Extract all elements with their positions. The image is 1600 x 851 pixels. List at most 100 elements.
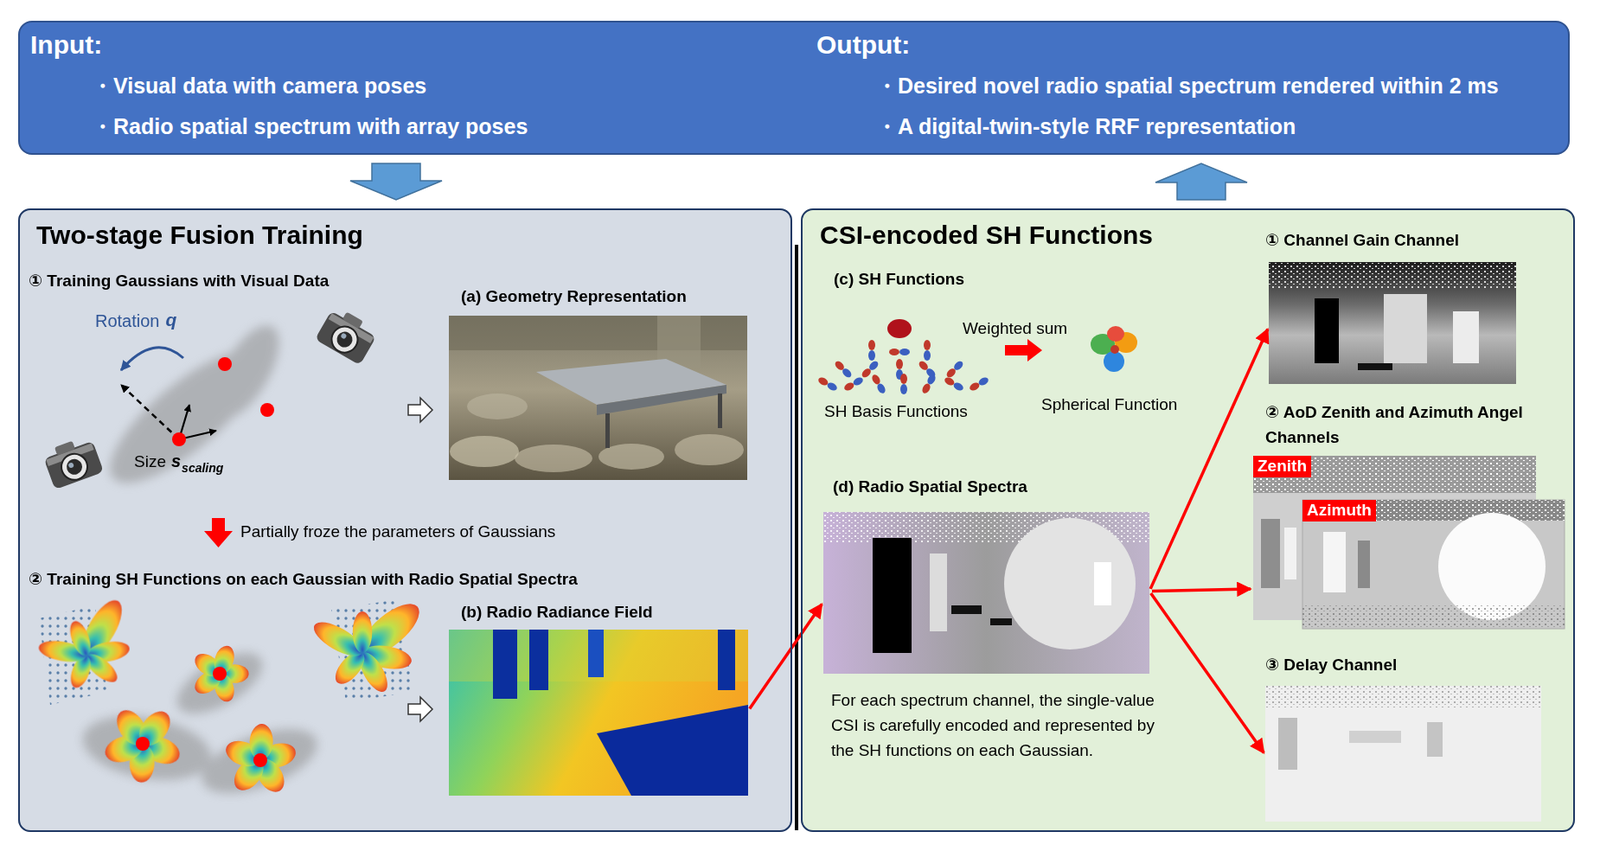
radiance-picture [529,629,549,691]
panel-fill [800,208,1575,832]
sh-basis-picture [889,348,910,356]
spectrum-picture [929,553,948,632]
geometry-picture [448,315,748,480]
panel-title: Two-stage Fusion Training [36,219,364,251]
geometry-picture [467,393,528,420]
image-heading: (a) Geometry Representation [460,287,687,308]
azimuth-picture [1302,499,1565,629]
banner-text: ・Radio spatial spectrum with array poses [91,113,528,140]
zenith-image: Zenith [1253,455,1536,621]
sh-gaussian-illustration [37,568,435,807]
spectrum-picture [872,537,912,653]
geometry-picture [448,315,748,480]
radiance-picture [492,629,518,699]
sh-gaussian-illustration [190,643,249,705]
gain-picture [1383,294,1428,364]
zenith-picture [1284,527,1297,580]
azimuth-picture [1302,605,1565,629]
sh-basis-picture [900,373,908,395]
gain-image: ① Channel Gain Channel [1268,262,1517,384]
banner-text: ・A digital-twin-style RRF representation [876,113,1296,140]
spectrum-picture [1094,562,1112,606]
image-heading: Zenith [1253,455,1312,478]
rotation-label: Rotation [95,310,160,332]
geometry-picture [448,315,748,351]
gaussian-illustration [408,397,433,423]
gaussian-illustration [121,347,184,371]
red-arrow [1151,593,1265,754]
training-panel: Two-stage Fusion Training (a) Geometry Re… [18,208,793,832]
symbol-label: s [171,450,181,472]
image-heading: (b) Radio Radiance Field [460,602,653,623]
radiance-picture [448,629,749,796]
zenith-picture [1253,455,1536,493]
image-heading: Azimuth [1302,499,1376,522]
radiance-picture [448,629,749,796]
panel-title: CSI-encoded SH Functions [819,219,1153,251]
spectrum-picture [1004,518,1136,650]
sh-basis-picture [968,376,991,393]
geometry-picture [717,393,723,429]
azimuth-picture [1302,499,1565,629]
banner-text: Input: [30,29,103,61]
gaussian-illustration [217,357,232,372]
gain-picture [1268,262,1517,384]
sh-basis-picture [1004,339,1043,362]
sh-panel: CSI-encoded SH Functions (d) Radio Spatia… [800,208,1575,832]
sh-gaussian-illustration [215,714,306,807]
azimuth-picture [1357,540,1370,589]
spectrum-image: (d) Radio Spatial Spectra [823,512,1150,674]
gaussian-illustration [314,304,380,365]
block-arrow [350,163,442,200]
sh-gaussian-illustration [167,640,272,726]
sh-basis-picture [868,339,876,361]
sh-basis-picture [870,373,888,396]
azimuth-picture [1438,512,1546,621]
symbol-label: q [166,308,178,331]
sh-basis-picture [843,376,865,393]
sh-basis-picture [923,339,931,361]
sh-basis-picture [943,376,966,393]
separator-line [796,244,798,831]
image-heading: ① Channel Gain Channel [1265,230,1460,251]
gaussian-illustration [91,315,292,504]
banner-text: ・Desired novel radio spatial spectrum re… [876,72,1499,99]
geometry-picture [449,435,519,468]
delay-picture [1265,685,1542,822]
sh-gaussian-illustration [135,736,150,751]
spectrum-picture [823,512,1150,674]
spectrum-picture [951,605,982,615]
sh-basis-picture [817,376,839,393]
section-title: (c) SH Functions [833,269,965,290]
gaussian-illustration [260,403,275,417]
delay-picture [1349,730,1402,743]
banner-text: Output: [816,29,910,61]
gaussian-illustration [41,434,104,490]
azimuth-image: Azimuth [1302,499,1565,629]
gain-picture [1452,311,1479,364]
description-text: For each spectrum channel, the single-va… [831,687,1173,763]
red-arrow [1152,588,1251,592]
size-label: Size [134,452,167,473]
delay-picture [1265,685,1542,822]
zenith-picture [1260,518,1280,589]
azimuth-picture [1302,499,1565,521]
azimuth-picture [1323,531,1346,593]
gaussian-illustration [204,518,233,548]
sh-gaussian-illustration [295,568,435,709]
io-banner: Input:・Visual data with camera poses・Rad… [18,20,1570,155]
sh-gaussian-illustration [212,666,227,681]
sh-basis-picture [1103,351,1125,372]
sh-basis-picture [1110,345,1120,354]
image-heading: (d) Radio Spatial Spectra [832,477,1028,498]
geometry-picture [674,434,744,466]
red-arrow [1150,329,1268,589]
section-title: ② AoD Zenith and Azimuth Angel Channels [1265,399,1577,450]
zenith-picture [1253,455,1536,493]
gain-picture [1357,363,1393,371]
separator-line [794,244,799,831]
delay-picture [1265,685,1542,708]
spectrum-picture [823,512,1150,674]
spectrum-picture [990,618,1012,626]
step-title: ① Training Gaussians with Visual Data [28,271,329,292]
